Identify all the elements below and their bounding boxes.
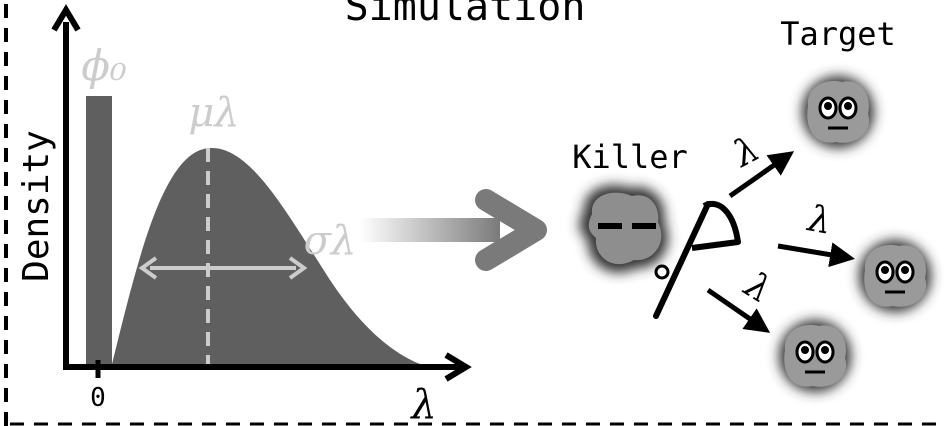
target-blob-top [802, 76, 874, 148]
sd-arrowhead-right [288, 256, 308, 280]
y-axis-arrowhead [51, 4, 81, 32]
spike-bar [86, 96, 112, 364]
x-axis-arrowhead [444, 352, 472, 382]
axe-icon [653, 201, 741, 319]
sd-arrowhead-left [138, 256, 158, 280]
target-label: Target [780, 15, 896, 53]
sd-label: σλ [304, 218, 357, 264]
attack-arrow-bottom [706, 287, 771, 333]
zero-tick-label: 0 [90, 383, 106, 413]
attack-arrow-middle [777, 242, 855, 268]
rate-label-top: λ [725, 128, 766, 176]
rate-label-middle: λ [803, 198, 835, 243]
y-axis-label: Density [16, 130, 57, 282]
mean-label: μλ [188, 90, 239, 136]
killer-blob [579, 185, 669, 273]
density-curve [112, 147, 420, 364]
simulation-arrow [360, 189, 547, 271]
spike-label: ϕ₀ [81, 41, 127, 90]
density-plot: Density 0 λ ϕ₀ μλ σλ [16, 4, 472, 426]
x-axis-symbol: λ [409, 382, 436, 426]
attack-arrow-top [728, 151, 795, 199]
rate-label-bottom: λ [736, 264, 779, 312]
target-blob-bottom [779, 320, 851, 392]
attack-arrows: λ λ λ [706, 128, 855, 333]
target-blob-middle [859, 240, 931, 312]
killer-label: Killer [572, 138, 688, 176]
diagram-title: Simulation [345, 0, 586, 30]
